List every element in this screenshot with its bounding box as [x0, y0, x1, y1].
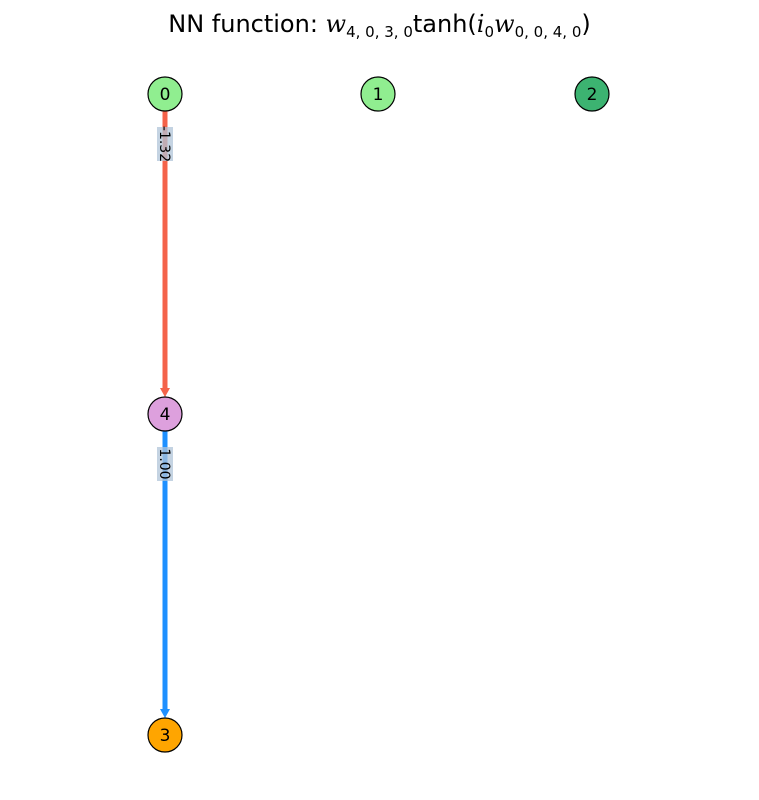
node-circle	[147, 717, 183, 753]
node-4: 4	[147, 396, 183, 432]
node-label: 1	[373, 85, 384, 105]
edge-weight-label: 1.00	[156, 447, 173, 481]
diagram-title: NN function: w4, 0, 3, 0tanh(i0w0, 0, 4,…	[0, 10, 759, 41]
edge-weight-text: -1.32	[156, 126, 172, 162]
node-label: 0	[160, 85, 171, 105]
edge-weight-background	[157, 127, 173, 161]
edge-arrowhead	[160, 388, 170, 397]
edge-weight-background	[157, 447, 173, 481]
node-1: 1	[360, 76, 396, 112]
node-label: 4	[160, 405, 171, 425]
edge-0-4: -1.32	[156, 111, 173, 397]
title-prefix: NN function:	[168, 10, 326, 38]
edge-weight-label: -1.32	[156, 126, 173, 162]
node-0: 0	[147, 76, 183, 112]
title-function: tanh(	[412, 10, 477, 38]
title-w-outer-subscript: 4, 0, 3, 0	[346, 23, 413, 41]
title-w-symbol: w	[325, 10, 347, 38]
node-circle	[147, 76, 183, 112]
edge-4-3: 1.00	[156, 431, 173, 718]
edge-arrowhead	[160, 709, 170, 718]
title-w-symbol-inner: w	[494, 10, 515, 38]
node-label: 2	[587, 85, 598, 105]
edge-weight-text: 1.00	[156, 448, 172, 479]
title-close-paren: )	[581, 10, 591, 38]
node-circle	[360, 76, 396, 112]
title-i-subscript: 0	[484, 23, 495, 41]
node-3: 3	[147, 717, 183, 753]
node-circle	[574, 76, 610, 112]
node-label: 3	[160, 726, 171, 746]
title-i-symbol: i	[476, 10, 485, 38]
title-w-inner-subscript: 0, 0, 4, 0	[514, 23, 582, 41]
node-2: 2	[574, 76, 610, 112]
node-circle	[147, 396, 183, 432]
